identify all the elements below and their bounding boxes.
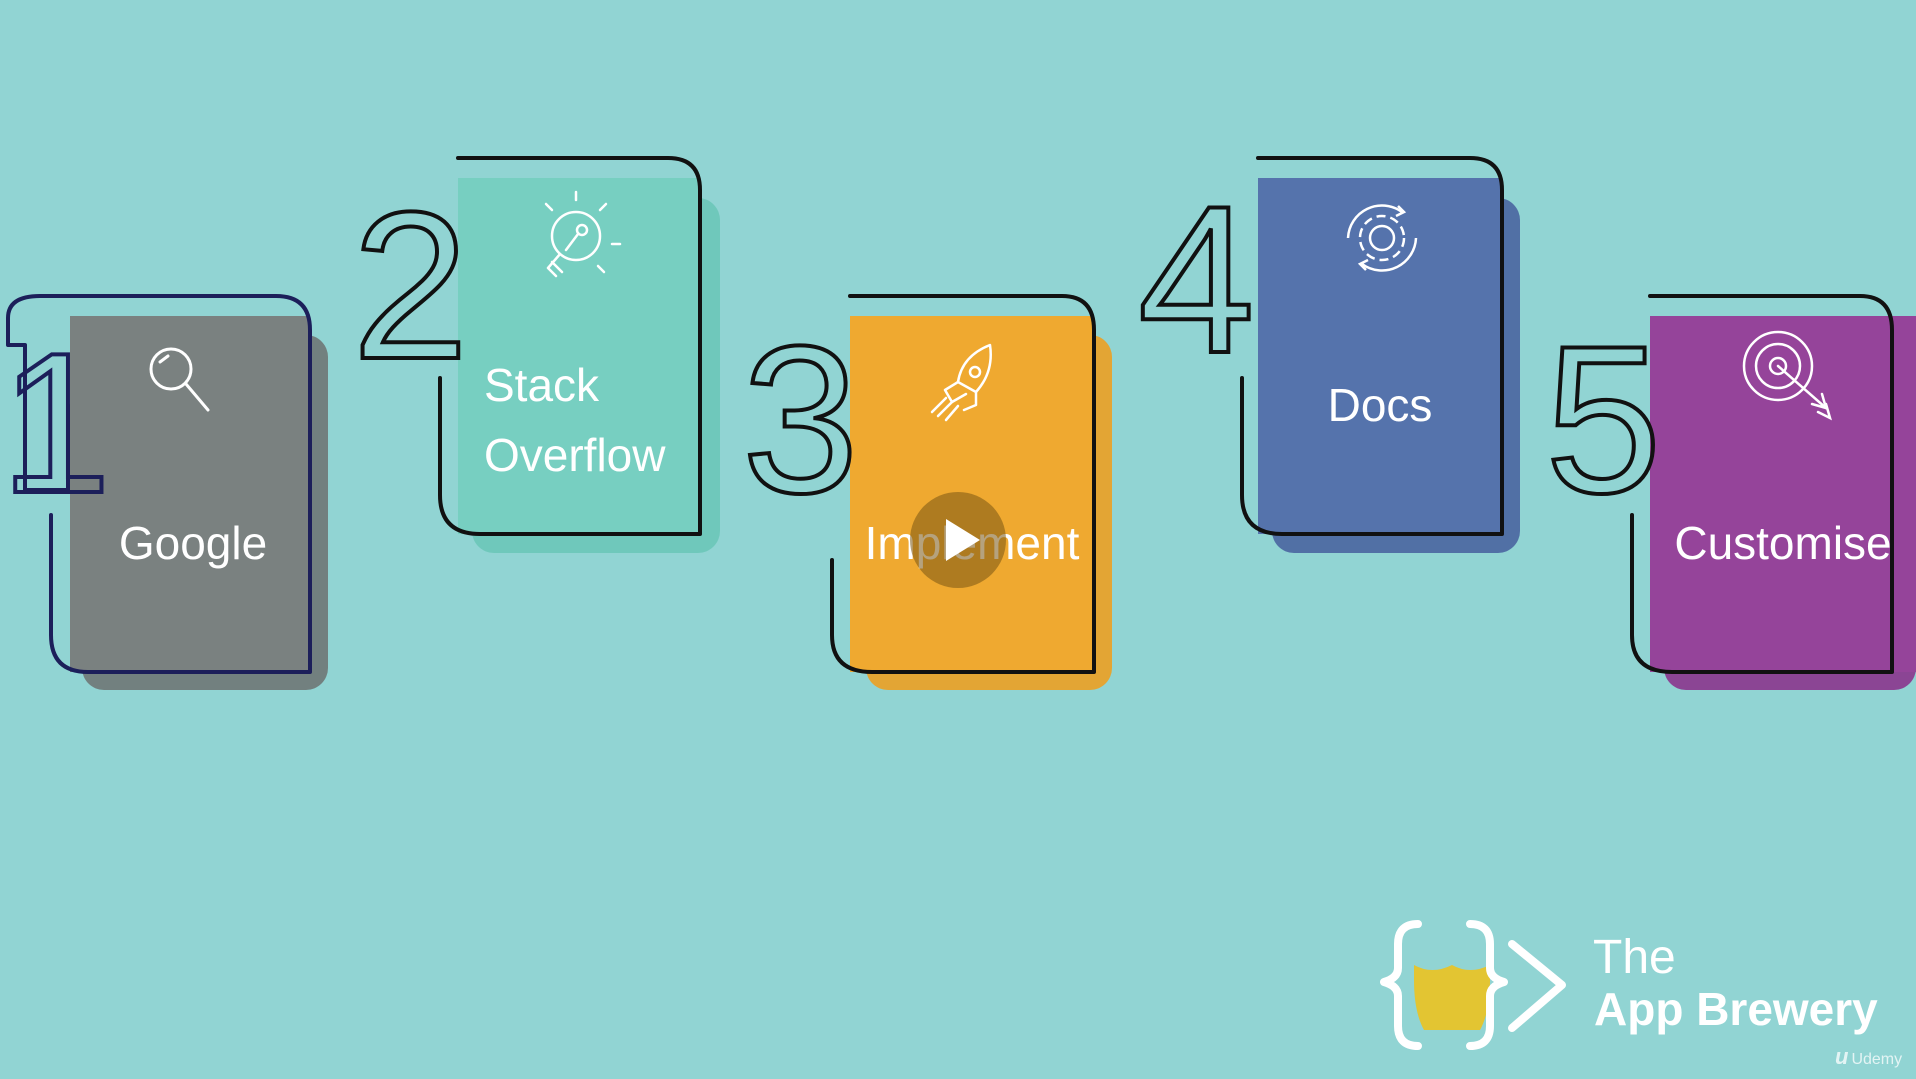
step-label-google: Google (118, 517, 268, 569)
play-icon (946, 519, 980, 561)
step-label-stack-overflow-line-1: Stack (484, 359, 600, 411)
step-number-2: 2 (352, 168, 469, 403)
step-number-4: 4 (1138, 162, 1255, 397)
step-label-customise: Customise (1674, 517, 1892, 569)
step-card-1 (6, 294, 328, 690)
udemy-logo-icon: u (1835, 1044, 1849, 1069)
video-play-button[interactable] (910, 492, 1006, 588)
lightbulb-icon (544, 190, 622, 278)
search-icon (149, 347, 210, 412)
step-label-docs: Docs (1327, 379, 1433, 431)
step-label-stack-overflow-line-2: Overflow (484, 429, 666, 481)
step-card-2 (438, 156, 720, 553)
target-icon (1742, 330, 1832, 421)
brand-the-text: The (1593, 931, 1676, 984)
step-card-4 (1240, 156, 1520, 553)
gear-icon (1346, 204, 1418, 272)
rocket-icon (930, 343, 992, 422)
brand-name-text: App Brewery (1594, 983, 1878, 1035)
step-number-5: 5 (1545, 302, 1662, 537)
step-number-1: 1 (0, 312, 111, 535)
step-number-3: 3 (742, 302, 859, 537)
step-card-5 (1630, 294, 1916, 690)
